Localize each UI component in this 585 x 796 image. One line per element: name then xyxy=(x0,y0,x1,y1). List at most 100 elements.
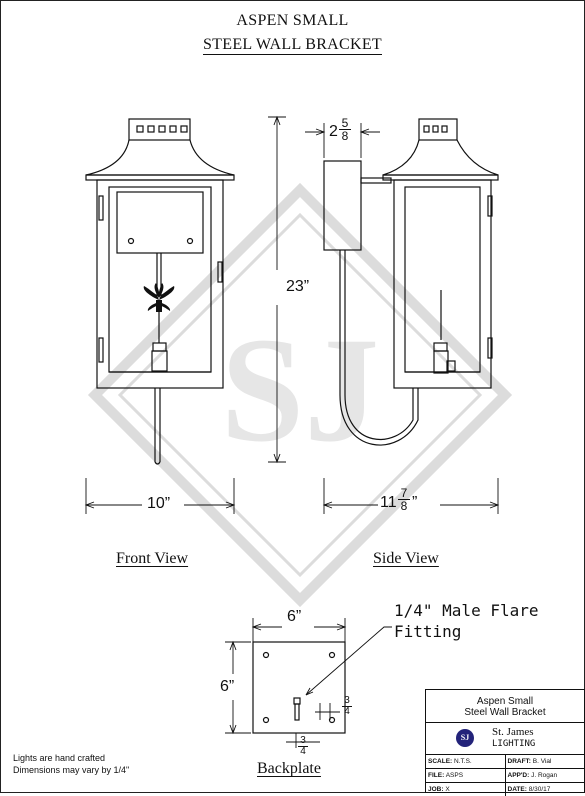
front-roof-band xyxy=(85,174,235,181)
dim-arrow xyxy=(273,453,281,464)
side-hinge xyxy=(487,195,493,217)
side-roof-band xyxy=(382,174,499,181)
fitting-leader xyxy=(305,626,392,696)
front-vent xyxy=(147,125,155,133)
dim-side-depth-fraction: 7 8 xyxy=(398,487,410,512)
company-logo-icon: SJ xyxy=(456,729,474,747)
dim-arrow xyxy=(229,640,237,651)
backplate-hole xyxy=(328,651,336,659)
craft-note: Lights are hand crafted Dimensions may v… xyxy=(13,752,129,776)
title-block-name-line2: Steel Wall Bracket xyxy=(464,707,546,718)
craft-note-line2: Dimensions may vary by 1/4" xyxy=(13,765,130,775)
dim-backplate-height-label: 6” xyxy=(220,678,235,695)
cell-key: SCALE: xyxy=(428,758,453,765)
flame-petal xyxy=(159,286,175,300)
backplate-fitting-stem xyxy=(294,703,300,721)
title-block-row: SCALE: N.T.S. DRAFT: B. Vial xyxy=(426,755,584,769)
dim-side-depth-label: 11 xyxy=(380,494,397,512)
dim-fitting-offset: 3 4 xyxy=(342,696,352,717)
title-block-cell: DATE: 8/30/17 xyxy=(504,783,585,796)
side-hinge xyxy=(487,337,493,359)
dim-side-depth-mark: ” xyxy=(412,494,418,511)
side-gas-pipe xyxy=(344,250,414,441)
watermark-diamond-outer xyxy=(87,182,513,608)
side-vent xyxy=(432,125,439,133)
dim-arrow xyxy=(315,128,326,136)
cell-key: APP'D: xyxy=(507,772,530,779)
front-vent xyxy=(169,125,177,133)
cell-value: ASPS xyxy=(445,772,464,779)
company-name: St. James xyxy=(492,726,534,738)
dimension-lines xyxy=(84,115,500,748)
front-hinge xyxy=(98,337,104,363)
dim-arrow xyxy=(322,501,333,509)
dim-arrow xyxy=(273,115,281,126)
title-block-company: SJ St. James LIGHTING xyxy=(426,723,584,755)
drawing-title-line2-text: STEEL WALL BRACKET xyxy=(202,36,383,55)
cell-value: N.T.S. xyxy=(454,758,472,765)
dim-arrow xyxy=(229,724,237,735)
drawing-title-line2: STEEL WALL BRACKET xyxy=(0,36,585,55)
side-view-caption: Side View xyxy=(373,550,439,567)
cell-key: DATE: xyxy=(507,786,527,793)
front-flame-icon xyxy=(143,283,175,312)
dim-front-width-label: 10” xyxy=(147,495,171,512)
dim-bracket-fraction: 5 8 xyxy=(339,117,351,142)
front-cap-crown xyxy=(128,118,191,141)
side-roof xyxy=(382,139,499,176)
backplate-hole xyxy=(262,716,270,724)
backplate-drawing xyxy=(252,641,346,734)
watermark-diamond-inner xyxy=(117,212,483,578)
side-valve-body xyxy=(433,350,449,374)
dim-bracket-num: 5 xyxy=(339,117,351,130)
cell-value: B. Vial xyxy=(532,758,552,765)
flame-petal xyxy=(158,283,164,298)
drawing-title-line1: ASPEN SMALL xyxy=(236,12,349,29)
side-vent xyxy=(423,125,430,133)
title-block-row: JOB: X DATE: 8/30/17 xyxy=(426,783,584,796)
front-roof xyxy=(85,139,235,176)
side-fitting xyxy=(446,360,456,372)
dim-side-depth-whole: 11 xyxy=(380,494,397,511)
backplate-hole xyxy=(262,651,270,659)
title-block-cell: APP'D: J. Rogan xyxy=(504,769,585,782)
front-vent xyxy=(158,125,166,133)
side-view-drawing xyxy=(323,118,499,446)
title-block: Aspen Small Steel Wall Bracket SJ St. Ja… xyxy=(425,689,585,796)
flame-base xyxy=(156,300,162,312)
side-vent xyxy=(441,125,448,133)
dim-bottom-offset: 3 4 xyxy=(298,736,308,757)
dim-arrow xyxy=(489,501,500,509)
backplate-outline xyxy=(252,641,346,734)
cell-key: DRAFT: xyxy=(507,758,531,765)
dim-height-label: 23” xyxy=(286,278,310,295)
cell-key: JOB: xyxy=(428,786,444,793)
side-cap-crown xyxy=(418,118,458,141)
title-block-cell: DRAFT: B. Vial xyxy=(504,755,585,768)
front-latch xyxy=(217,261,223,283)
dim-bracket-den: 8 xyxy=(341,129,349,143)
dim-fitting-offset-den: 4 xyxy=(344,706,350,717)
company-division: LIGHTING xyxy=(492,739,536,749)
watermark-logo: SJ xyxy=(221,307,379,473)
dim-fitting-offset-num: 3 xyxy=(342,696,352,707)
flame-petal xyxy=(143,286,159,300)
watermark: SJ xyxy=(87,182,513,608)
front-rivet xyxy=(127,237,135,245)
front-view-caption: Front View xyxy=(116,550,189,567)
front-gas-pipe-end xyxy=(154,461,161,465)
fitting-label-line2: Fitting xyxy=(394,622,462,641)
dim-arrow xyxy=(359,128,370,136)
dim-bottom-offset-num: 3 xyxy=(298,736,308,747)
title-block-name: Aspen Small Steel Wall Bracket xyxy=(426,690,584,723)
dim-side-depth-num: 7 xyxy=(398,487,410,500)
cell-value: J. Rogan xyxy=(531,772,558,779)
side-frame-outer xyxy=(393,179,492,389)
front-view-drawing xyxy=(85,118,235,465)
side-bracket-plate xyxy=(323,160,362,251)
fitting-label-line1: 1/4" Male Flare xyxy=(394,601,539,620)
dim-bottom-offset-den: 4 xyxy=(300,746,306,757)
front-vent xyxy=(180,125,188,133)
dim-arrow xyxy=(251,623,262,631)
title-block-name-line1: Aspen Small xyxy=(476,696,534,707)
